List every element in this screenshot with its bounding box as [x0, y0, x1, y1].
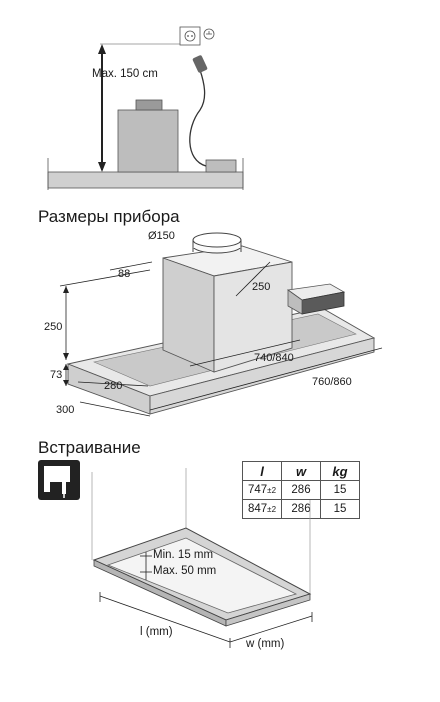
dimension-table: l w kg 747±2 286 15 847±2 286 15: [242, 461, 360, 519]
jigsaw-icon: [38, 460, 80, 500]
dim-300: 300: [56, 404, 75, 416]
dim-760-860: 760/860: [312, 376, 352, 388]
dim-88: 88: [118, 268, 131, 280]
builtin-title: Встраивание: [38, 438, 141, 457]
dim-250-left: 250: [44, 321, 63, 333]
cell-w: 286: [281, 499, 321, 519]
width-label: w (mm): [246, 638, 285, 650]
dim-740-840: 740/840: [254, 352, 294, 364]
cell-kg: 15: [320, 499, 360, 519]
cell-l: 747±2: [242, 480, 282, 500]
dimensions-title: Размеры прибора: [38, 207, 180, 226]
cell-kg: 15: [320, 480, 360, 500]
max-gap-label: Max. 50 mm: [153, 565, 217, 577]
cell-w: 286: [281, 480, 321, 500]
cell-l: 847±2: [242, 499, 282, 519]
length-label: l (mm): [140, 626, 173, 638]
min-gap-label: Min. 15 mm: [153, 549, 214, 561]
dim-250-top: 250: [252, 281, 271, 293]
table-header-row: l w kg: [242, 461, 360, 481]
table-row: 747±2 286 15: [242, 480, 360, 500]
max-height-label: Max. 150 cm: [92, 68, 158, 80]
dim-duct-diameter: Ø150: [148, 230, 175, 242]
dim-280: 280: [104, 380, 123, 392]
table-row: 847±2 286 15: [242, 499, 360, 519]
dim-73: 73: [50, 369, 63, 381]
